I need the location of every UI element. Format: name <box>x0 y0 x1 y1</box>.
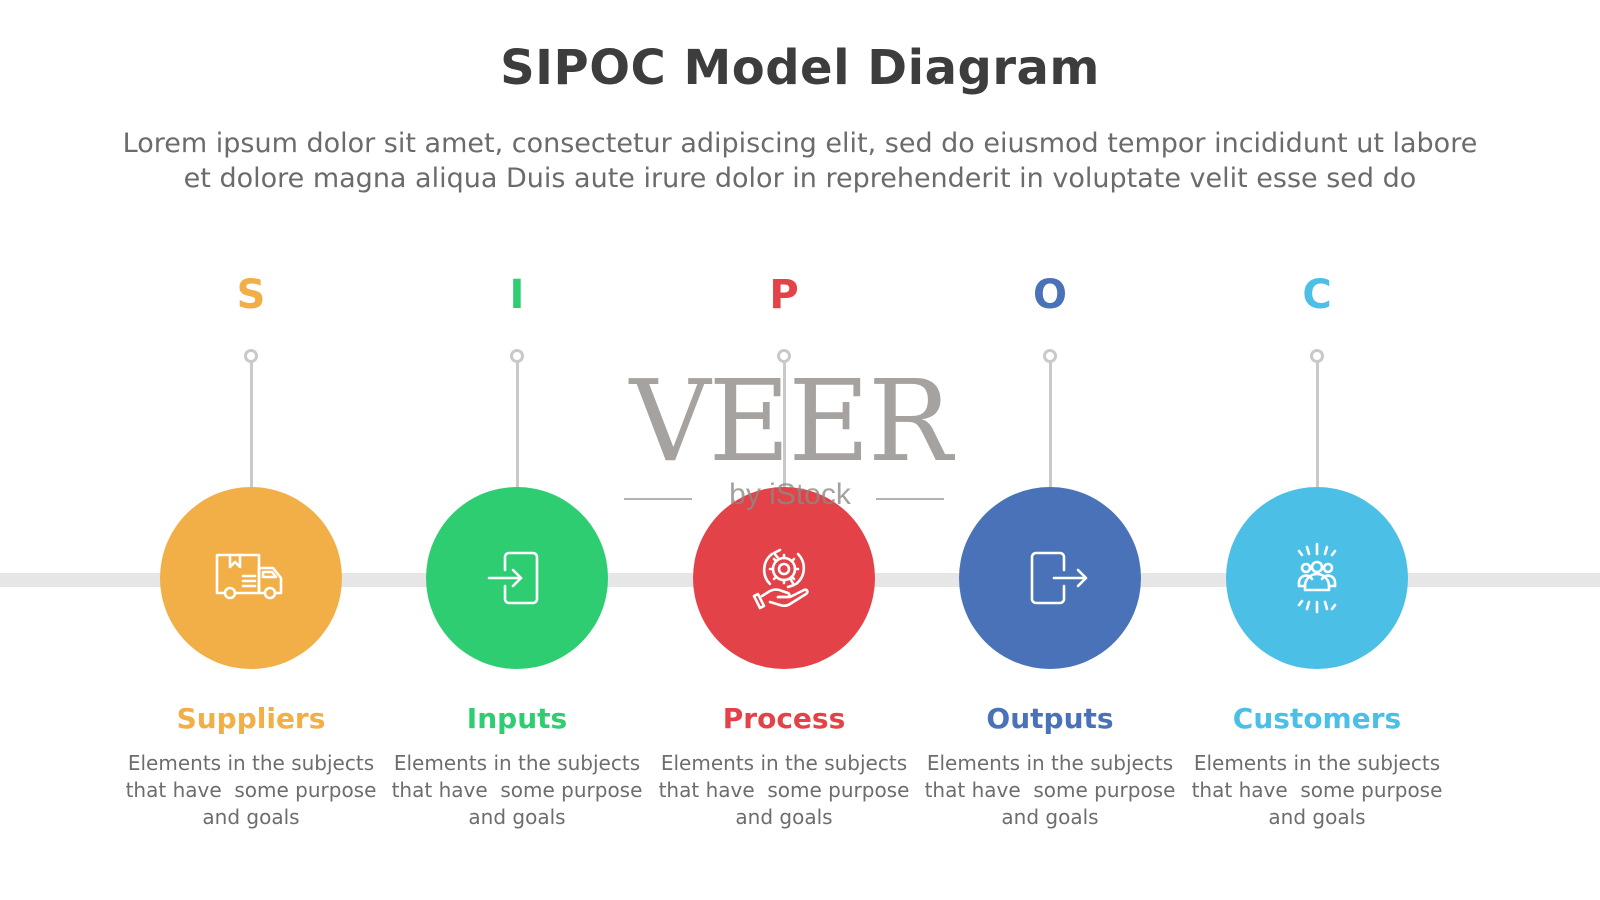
step-description: Elements in the subjects that have some … <box>384 750 650 831</box>
desc-line: Elements in the subjects <box>393 751 641 775</box>
desc-line: that have some purpose <box>924 778 1176 802</box>
desc-line: Elements in the subjects <box>660 751 908 775</box>
desc-line: and goals <box>202 805 300 829</box>
step-label: Outputs <box>986 702 1114 735</box>
page-title: SIPOC Model Diagram <box>500 40 1100 96</box>
connector-ring <box>510 349 524 363</box>
sign-in-icon <box>487 551 539 605</box>
desc-line: that have some purpose <box>125 778 377 802</box>
step-letter: C <box>1302 272 1332 318</box>
step-letter: O <box>1032 272 1067 318</box>
step-label: Suppliers <box>176 702 326 735</box>
desc-line: and goals <box>1268 805 1366 829</box>
desc-line: that have some purpose <box>1191 778 1443 802</box>
step-outputs: O Outputs Elements in the subjects that … <box>917 0 1183 900</box>
connector-stem <box>249 362 253 488</box>
step-label: Process <box>722 702 846 735</box>
desc-line: and goals <box>468 805 566 829</box>
step-customers: C Customers Elements in the subjects tha… <box>1184 0 1450 900</box>
gear-hand-cycle-icon <box>752 548 809 610</box>
step-circle <box>959 487 1141 669</box>
connector-stem <box>782 362 786 488</box>
step-description: Elements in the subjects that have some … <box>1184 750 1450 831</box>
step-circle <box>1226 487 1408 669</box>
step-process: P Process Elements in the subjects that … <box>651 0 917 900</box>
step-circle <box>426 487 608 669</box>
page-subtitle: Lorem ipsum dolor sit amet, consectetur … <box>0 126 1600 196</box>
step-letter: S <box>236 272 266 318</box>
connector-stem <box>515 362 519 488</box>
step-description: Elements in the subjects that have some … <box>917 750 1183 831</box>
desc-line: and goals <box>735 805 833 829</box>
step-label: Inputs <box>466 702 568 735</box>
step-description: Elements in the subjects that have some … <box>118 750 384 831</box>
sign-out-icon <box>1030 551 1088 605</box>
desc-line: and goals <box>1001 805 1099 829</box>
step-circle <box>160 487 342 669</box>
step-label: Customers <box>1232 702 1402 735</box>
step-letter: P <box>769 272 799 318</box>
connector-ring <box>1043 349 1057 363</box>
desc-line: Elements in the subjects <box>1193 751 1441 775</box>
desc-line: that have some purpose <box>658 778 910 802</box>
connector-ring <box>1310 349 1324 363</box>
step-letter: I <box>509 272 525 318</box>
delivery-truck-icon <box>215 553 283 600</box>
desc-line: Elements in the subjects <box>127 751 375 775</box>
desc-line: Elements in the subjects <box>926 751 1174 775</box>
step-suppliers: S Suppliers Elements in the subjects tha… <box>118 0 384 900</box>
connector-ring <box>777 349 791 363</box>
connector-ring <box>244 349 258 363</box>
step-circle <box>693 487 875 669</box>
desc-line: that have some purpose <box>391 778 643 802</box>
connector-stem <box>1048 362 1052 488</box>
subtitle-line: et dolore magna aliqua Duis aute irure d… <box>183 163 1417 194</box>
connector-stem <box>1315 362 1319 488</box>
subtitle-line: Lorem ipsum dolor sit amet, consectetur … <box>122 128 1478 159</box>
step-description: Elements in the subjects that have some … <box>651 750 917 831</box>
people-group-icon <box>1297 542 1337 614</box>
step-inputs: I Inputs Elements in the subjects that h… <box>384 0 650 900</box>
